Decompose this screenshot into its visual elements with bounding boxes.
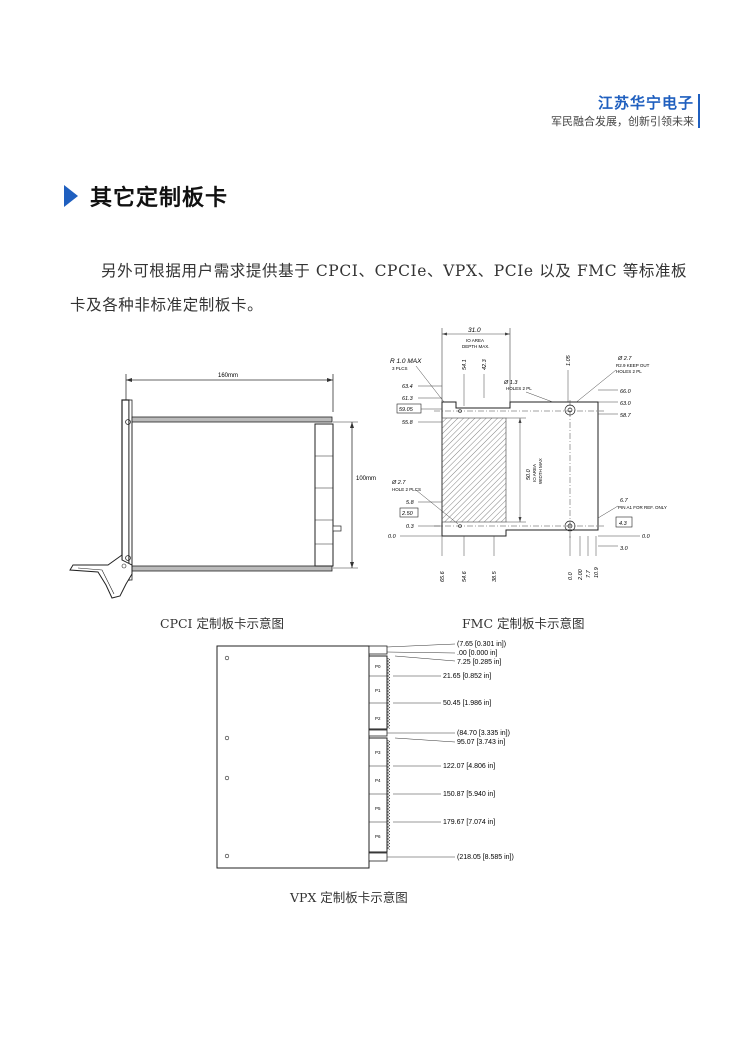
fmc-r-3-0: 3.0: [620, 546, 629, 552]
fmc-l-63-4: 63.4: [402, 384, 413, 390]
fmc-io-width-max: WIDTH MAX: [538, 458, 543, 484]
vpx-dim-9: 179.67 [7.074 in]: [443, 819, 495, 826]
triangle-bullet-icon: [64, 185, 78, 207]
vpx-dim-3: 21.65 [0.852 in]: [443, 673, 491, 680]
vpx-connector-p0: P0: [375, 664, 381, 669]
fmc-r-max: R 1.0 MAX: [390, 358, 422, 365]
fmc-hole-plcs: HOLE 2 PLCS: [392, 487, 421, 492]
vpx-connector-p2: P2: [375, 716, 381, 721]
fmc-b-0-0: 0.0: [568, 571, 574, 580]
fmc-b-7-7: 7.7: [586, 569, 592, 578]
fmc-l-55-8: 55.8: [402, 420, 414, 426]
vpx-dim-4: 50.45 [1.986 in]: [443, 700, 491, 707]
fmc-depth-max-label: DEPTH MAX.: [462, 344, 490, 349]
fmc-l-2-50: 2.50: [401, 511, 414, 517]
vpx-connector-p1: P1: [375, 688, 381, 693]
fmc-b-38-5: 38.5: [492, 570, 498, 582]
fmc-holes-2pl-1: HOLES 2 PL: [506, 386, 532, 391]
vpx-dim-7: 122.07 [4.806 in]: [443, 763, 495, 770]
fmc-b-54-6: 54.6: [462, 570, 468, 582]
fmc-phi-1-3: Ø 1.3: [503, 380, 518, 386]
body-paragraph: 另外可根据用户需求提供基于 CPCI、CPCIe、VPX、PCIe 以及 FMC…: [70, 262, 688, 314]
fmc-r-58-7: 58.7: [620, 413, 632, 419]
section-title: 其它定制板卡: [90, 186, 229, 211]
vpx-connector-p6: P6: [375, 834, 381, 839]
vpx-dim-8: 150.87 [5.940 in]: [443, 791, 495, 798]
fmc-holes-2pl-2: HOLES 2 PL: [616, 369, 642, 374]
fmc-r-0-0: 0.0: [642, 534, 651, 540]
fmc-l-0-3: 0.3: [406, 524, 415, 530]
vpx-dim-5: (84.70 [3.335 in]): [457, 730, 510, 737]
fmc-r-plcs: 3 PLCS: [392, 366, 408, 371]
fmc-keepout: R2.9 KEEP OUT: [616, 363, 650, 368]
cpci-width-label: 160mm: [218, 373, 238, 379]
fmc-b-10-9: 10.9: [594, 567, 600, 578]
vpx-dim-0: (7.65 [0.301 in]): [457, 641, 506, 648]
company-slogan: 军民融合发展，创新引领未来: [551, 115, 694, 128]
fmc-l-0-0: 0.0: [388, 534, 397, 540]
fmc-io-area-label: IO AREA: [466, 338, 484, 343]
vpx-dim-1: .00 [0.000 in]: [457, 650, 498, 657]
cpci-board-diagram: 160mm 100mm: [69, 373, 376, 599]
fmc-board-diagram: 31.0 IO AREA DEPTH MAX. R 1.0 MAX 3 PLCS…: [388, 327, 667, 582]
fmc-r-66-0: 66.0: [620, 389, 632, 395]
fmc-v-1-05: 1.05: [566, 354, 572, 366]
vpx-connector-p3: P3: [375, 750, 381, 755]
fmc-phi-2-7-top: Ø 2.7: [617, 356, 632, 362]
fmc-io-width-area: IO AREA: [532, 464, 537, 482]
fmc-b-2-00: 2.00: [578, 568, 584, 581]
fmc-l-59-05: 59.05: [399, 407, 414, 413]
fmc-r-6-7: 6.7: [620, 498, 629, 504]
fmc-phi-2-7-bottom: Ø 2.7: [391, 480, 406, 486]
fmc-caption: FMC 定制板卡示意图: [462, 616, 585, 631]
brand-block: 江苏华宁电子 军民融合发展，创新引领未来: [551, 94, 694, 129]
fmc-r-63-0: 63.0: [620, 401, 632, 407]
vpx-dim-2: 7.25 [0.285 in]: [457, 659, 501, 666]
fmc-io-width-value: 50.0: [526, 468, 532, 480]
fmc-b-65-6: 65.6: [440, 570, 446, 582]
fmc-l-5-8: 5.8: [406, 500, 415, 506]
section-heading: 其它定制板卡: [64, 182, 229, 211]
cpci-caption: CPCI 定制板卡示意图: [160, 616, 284, 631]
vpx-connector-p4: P4: [375, 778, 381, 783]
cpci-height-label: 100mm: [356, 476, 376, 482]
company-name: 江苏华宁电子: [597, 94, 694, 112]
brand-accent-bar: [698, 94, 700, 128]
fmc-pin-ref: PIN A1 FOR REF. ONLY: [618, 505, 667, 510]
fmc-r-4-3: 4.3: [619, 521, 628, 527]
fmc-dim-31: 31.0: [468, 327, 481, 334]
vpx-board-diagram: P0 P1 P2 P3 P4 P5 P6 (7.65 [0.301 in]) .…: [216, 641, 514, 869]
fmc-v-54-1: 54.1: [462, 359, 468, 370]
vpx-dim-10: (218.05 [8.585 in]): [457, 854, 514, 861]
fmc-l-61-3: 61.3: [402, 396, 414, 402]
vpx-caption: VPX 定制板卡示意图: [290, 890, 408, 905]
vpx-connector-p5: P5: [375, 806, 381, 811]
vpx-dim-6: 95.07 [3.743 in]: [457, 739, 505, 746]
fmc-v-42-3: 42.3: [482, 358, 488, 370]
